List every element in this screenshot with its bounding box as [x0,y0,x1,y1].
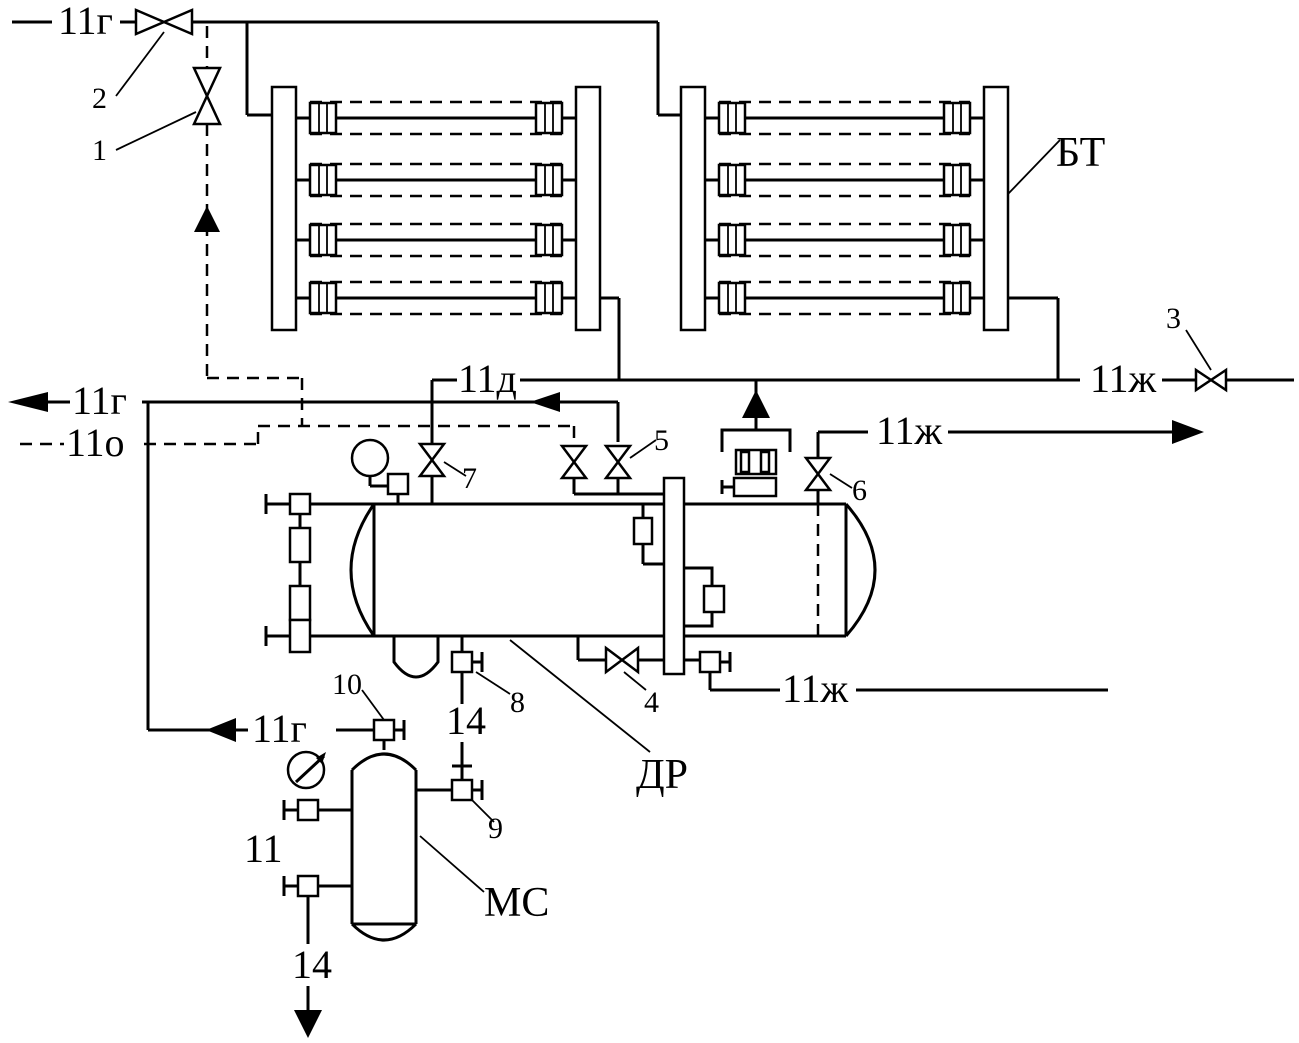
level-regulator-icon [720,428,792,498]
tube-flange [534,281,564,315]
stream-label-gas-in: 11г [58,0,113,43]
gas-inlet-line [12,20,681,117]
heat-exchanger-bank-1 [270,85,602,332]
tube-flange [308,101,338,135]
callout-1: 1 [92,134,107,167]
equipment-label-dr: ДР [636,752,688,798]
stream-label-drain-1: 14 [446,698,486,743]
stream-label-liquid-in: 11ж [1090,356,1157,401]
callout-8: 8 [510,686,525,719]
pressure-gauge-icon-2 [286,750,326,790]
stream-label-ms-inlet: 11 [244,826,283,871]
tube-flange [942,281,972,315]
tube-flange [534,223,564,257]
stream-label-gas-ms: 11г [252,706,307,751]
flow-arrow-right-icon [1172,420,1204,444]
pressure-gauge-icon [350,438,410,504]
vessel-dr [349,476,877,679]
flow-arrow-left-icon-2 [530,392,560,412]
tube-flange [717,101,747,135]
tube-flange [942,163,972,197]
flow-arrow-up-icon [194,206,220,232]
equipment-label-bt: БТ [1056,130,1105,176]
stream-label-gas-out: 11г [72,378,127,423]
callout-6: 6 [852,474,867,507]
tube-flange [942,101,972,135]
equipment-label-ms: МС [484,880,549,926]
valve-6-icon[interactable] [803,456,833,492]
tube-flange [534,101,564,135]
stream-label-liquid-out: 11ж [876,408,943,453]
tube-flange [717,163,747,197]
callout-7: 7 [462,462,477,495]
valve-1-icon[interactable] [192,66,222,126]
valve-7-icon[interactable] [417,442,447,478]
flow-arrow-left-icon-3 [206,718,236,742]
valve-5b-icon[interactable] [603,444,633,480]
callout-4: 4 [644,686,659,719]
stream-label-drain-2: 14 [292,942,332,987]
flow-arrow-left-icon [8,392,48,412]
tube-flange [308,163,338,197]
stream-label-liquid-bottom: 11ж [782,666,849,711]
tube-flange [717,281,747,315]
tube-flange [942,223,972,257]
valve-5a-icon[interactable] [559,444,589,480]
tube-flange [534,163,564,197]
separator-ms [350,752,418,942]
callout-10: 10 [332,668,362,701]
callout-5: 5 [654,424,669,457]
heat-exchanger-bank-bt [679,85,1010,332]
flow-arrow-up-icon-2 [742,390,770,418]
valve-3-icon[interactable] [1194,367,1228,393]
stream-label-oil: 11о [66,420,125,465]
tube-flange [308,223,338,257]
callout-9: 9 [488,812,503,845]
heat-exchanger-tubes [296,100,984,316]
valve-2-icon[interactable] [134,8,194,36]
callout-2: 2 [92,82,107,115]
stream-label-d: 11д [458,356,517,401]
vessel-side-instruments [264,492,374,654]
callout-3: 3 [1166,302,1181,335]
tube-flange [717,223,747,257]
valve-4-icon[interactable] [604,645,640,675]
flow-arrow-down-icon [294,1010,322,1038]
tube-flange [308,281,338,315]
